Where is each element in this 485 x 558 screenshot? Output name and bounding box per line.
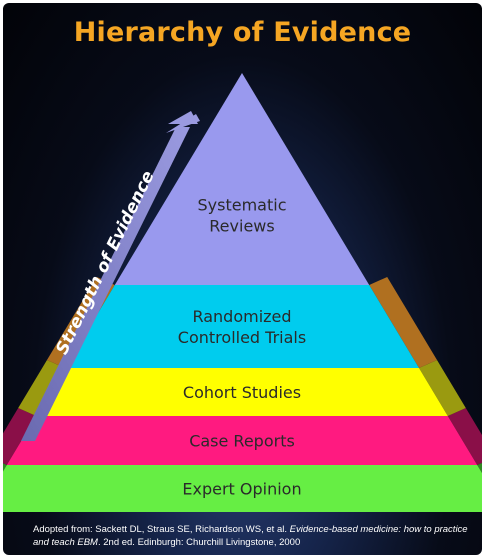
tier-5-face	[114, 73, 370, 285]
citation-suffix: . 2nd ed. Edinburgh: Churchill Livingsto…	[97, 536, 301, 548]
citation: Adopted from: Sackett DL, Straus SE, Ric…	[33, 524, 478, 549]
tier-2-left-side	[3, 408, 37, 465]
strength-arrow-shaft	[21, 127, 190, 441]
tier-5-label-line-1: Systematic	[198, 196, 287, 215]
tier-4-label-line-1: Randomized	[192, 307, 291, 326]
tier-2-right-side	[447, 408, 482, 465]
tier-1-left-side	[3, 463, 7, 472]
slide-frame: Hierarchy of Evidence Expert Opinion Case…	[3, 3, 482, 555]
citation-prefix: Adopted from: Sackett DL, Straus SE, Ric…	[33, 524, 290, 535]
tier-4-right-side	[369, 277, 437, 368]
tier-1-right-side	[477, 462, 482, 473]
tier-1-label-line-1: Expert Opinion	[182, 480, 301, 499]
slide-title: Hierarchy of Evidence	[73, 17, 412, 48]
citation-book-title: Evidence-based medicine: how to practice…	[33, 524, 468, 548]
evidence-pyramid: Expert Opinion Case Reports Cohort Studies…	[3, 73, 482, 512]
strength-arrow-head-tip	[166, 114, 200, 133]
tier-4-label-line-2: Controlled Trials	[178, 328, 306, 347]
tier-3-label-line-1: Cohort Studies	[183, 383, 301, 402]
tier-1-face	[3, 465, 482, 512]
tier-5-label-line-2: Reviews	[209, 217, 274, 236]
tier-3-right-side	[419, 360, 466, 416]
tier-2-face	[6, 416, 478, 465]
tier-3-face	[36, 368, 448, 416]
tier-4-face	[65, 285, 419, 368]
tier-2-label-line-1: Case Reports	[189, 432, 295, 451]
tier-3-left-side	[18, 360, 65, 416]
